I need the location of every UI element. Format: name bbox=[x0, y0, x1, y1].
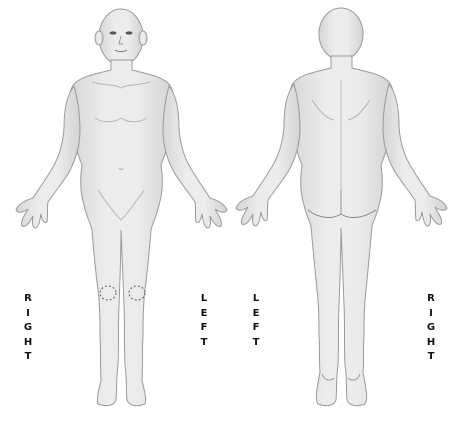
front-right-side-label: RIGHTRIGHT bbox=[22, 292, 34, 365]
front-ear-right bbox=[95, 31, 103, 45]
front-arm-left bbox=[163, 86, 227, 228]
side-label-letter: T bbox=[25, 350, 32, 365]
side-label-letter: L bbox=[201, 292, 207, 307]
side-label-letter: T bbox=[428, 350, 435, 365]
back-arm-right bbox=[383, 84, 447, 226]
front-torso-legs bbox=[69, 60, 174, 406]
side-label-letter: G bbox=[427, 321, 435, 336]
side-label-letter: L bbox=[253, 292, 259, 307]
front-ear-left bbox=[139, 31, 147, 45]
side-label-letter: I bbox=[26, 307, 30, 322]
front-eye-left bbox=[126, 31, 133, 34]
side-label-letter: R bbox=[24, 292, 32, 307]
front-body-figure bbox=[16, 9, 227, 406]
back-head bbox=[319, 8, 363, 60]
side-label-letter: R bbox=[427, 292, 435, 307]
front-arm-right bbox=[16, 86, 80, 228]
side-label-letter: G bbox=[24, 321, 32, 336]
side-label-letter: H bbox=[427, 336, 435, 351]
side-label-letter: T bbox=[201, 336, 208, 351]
front-eye-right bbox=[110, 31, 117, 34]
side-label-letter: F bbox=[253, 321, 260, 336]
side-label-letter: E bbox=[253, 307, 260, 322]
side-label-letter: E bbox=[201, 307, 208, 322]
back-arm-left bbox=[236, 84, 300, 226]
back-right-side-label: RIGHTRIGHT bbox=[425, 292, 437, 365]
side-label-letter: H bbox=[24, 336, 32, 351]
side-label-letter: F bbox=[201, 321, 208, 336]
side-label-letter: I bbox=[429, 307, 433, 322]
side-label-letter: T bbox=[253, 336, 260, 351]
